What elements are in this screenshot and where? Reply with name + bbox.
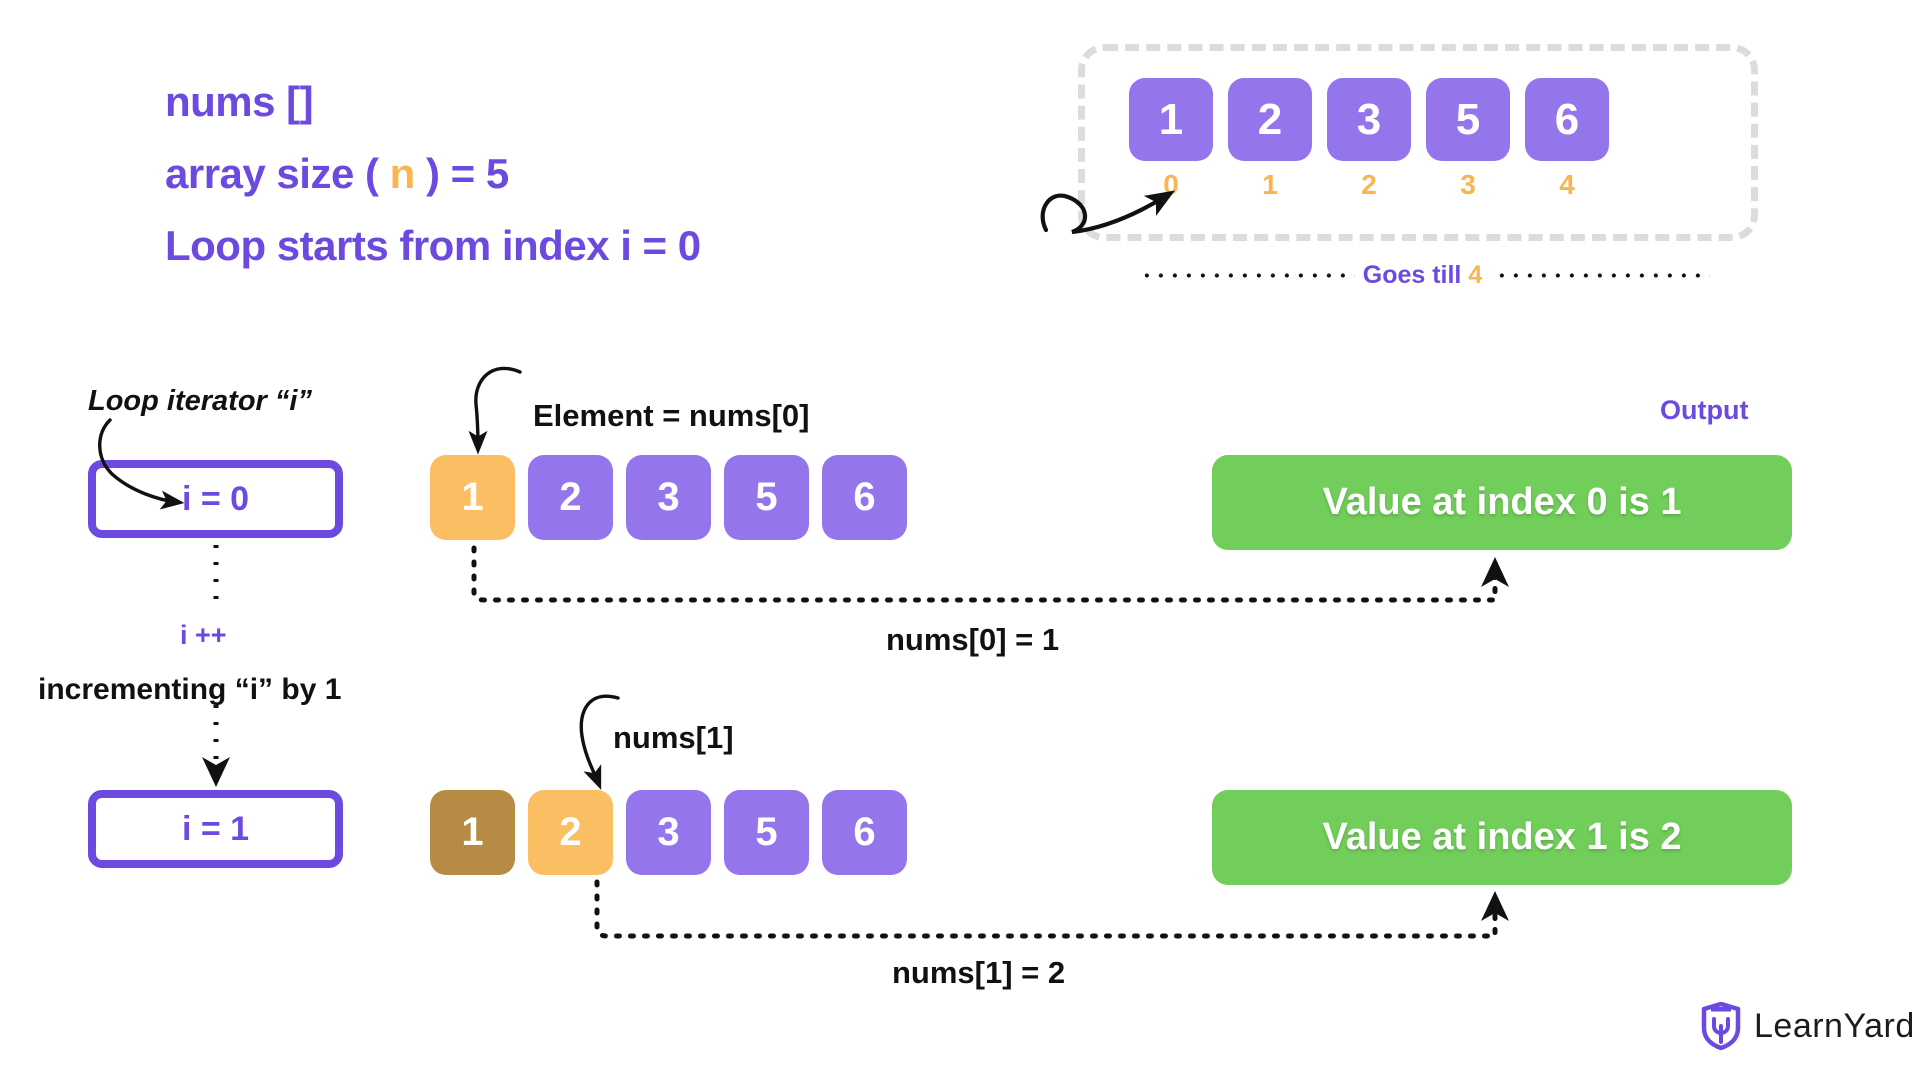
top-array-index: 3 [1460, 169, 1476, 200]
shield-icon [1701, 1002, 1741, 1050]
increment-description-label: incrementing “i” by 1 [38, 673, 342, 706]
top-array-column: 3 2 [1320, 78, 1418, 201]
goes-till-text: Goes till [1362, 260, 1469, 289]
array-size-suffix: ) = 5 [414, 150, 509, 197]
top-array-index: 4 [1559, 169, 1575, 200]
learnyard-wordmark: LearnYard [1754, 1006, 1915, 1045]
array-size-variable: n [389, 150, 416, 197]
output-box-row1: Value at index 1 is 2 [1212, 790, 1792, 885]
goes-till-value: 4 [1468, 260, 1483, 289]
curved-arrow-element-row0 [468, 366, 522, 455]
connector-row0-to-output [471, 545, 1509, 603]
output-heading: Output [1660, 395, 1749, 425]
top-array-index: 1 [1262, 169, 1278, 200]
top-array-index: 2 [1361, 169, 1377, 200]
output-box-row0: Value at index 0 is 1 [1212, 455, 1792, 550]
top-array-cell: 1 [1129, 78, 1213, 161]
top-array-column: 5 3 [1419, 78, 1517, 201]
array-cell-row0-0: 1 [430, 455, 515, 540]
goes-till-label: Goes till 4 [1355, 261, 1491, 290]
top-array-cell: 3 [1327, 78, 1411, 161]
array-cell-row1-2: 3 [626, 790, 711, 875]
array-cell-row0-2: 3 [626, 455, 711, 540]
array-cell-row0-4: 6 [822, 455, 907, 540]
array-cell-row0-3: 5 [724, 455, 809, 540]
top-array-cell: 5 [1426, 78, 1510, 161]
array-row-0: 1 2 3 5 6 [430, 455, 907, 540]
array-cell-row1-1: 2 [528, 790, 613, 875]
top-array-cells: 1 0 2 1 3 2 5 3 6 4 [1122, 78, 1616, 201]
top-array-column: 2 1 [1221, 78, 1319, 201]
array-cell-row1-3: 5 [724, 790, 809, 875]
header-text-block: nums [] array size ( n ) = 5 Loop starts… [165, 66, 925, 282]
learnyard-logo: LearnYard [1700, 1002, 1915, 1050]
top-array-cell: 2 [1228, 78, 1312, 161]
top-array-column: 1 0 [1122, 78, 1220, 201]
element-expression-label: Element = nums[0] [533, 398, 810, 433]
array-cell-row1-0: 1 [430, 790, 515, 875]
top-array-column: 6 4 [1518, 78, 1616, 201]
top-array-cell: 6 [1525, 78, 1609, 161]
dotted-line-right [1490, 272, 1710, 278]
iterator-box-row1: i = 1 [88, 790, 343, 868]
array-size-prefix: array size ( [165, 150, 390, 197]
connector-row1-to-output [594, 879, 1509, 939]
array-boundary-frame [1078, 44, 1758, 241]
top-array-index: 0 [1163, 169, 1179, 200]
header-line-loop-start: Loop starts from index i = 0 [165, 222, 701, 269]
header-line-array-name: nums [] [165, 78, 314, 125]
nums1-equals-label: nums[1] = 2 [892, 955, 1066, 990]
loop-iterator-label: Loop iterator “i” [88, 385, 312, 417]
array-cell-row1-4: 6 [822, 790, 907, 875]
goes-till-row: Goes till 4 [1135, 258, 1710, 292]
array-row-1: 1 2 3 5 6 [430, 790, 907, 875]
nums0-equals-label: nums[0] = 1 [886, 622, 1060, 657]
increment-operator-label: i ++ [180, 620, 227, 650]
nums1-pointer-label: nums[1] [613, 720, 734, 755]
header-line-array-size: array size ( n ) = 5 [165, 138, 925, 210]
iterator-box-row0: i = 0 [88, 460, 343, 538]
dotted-line-left [1135, 272, 1355, 278]
array-cell-row0-1: 2 [528, 455, 613, 540]
